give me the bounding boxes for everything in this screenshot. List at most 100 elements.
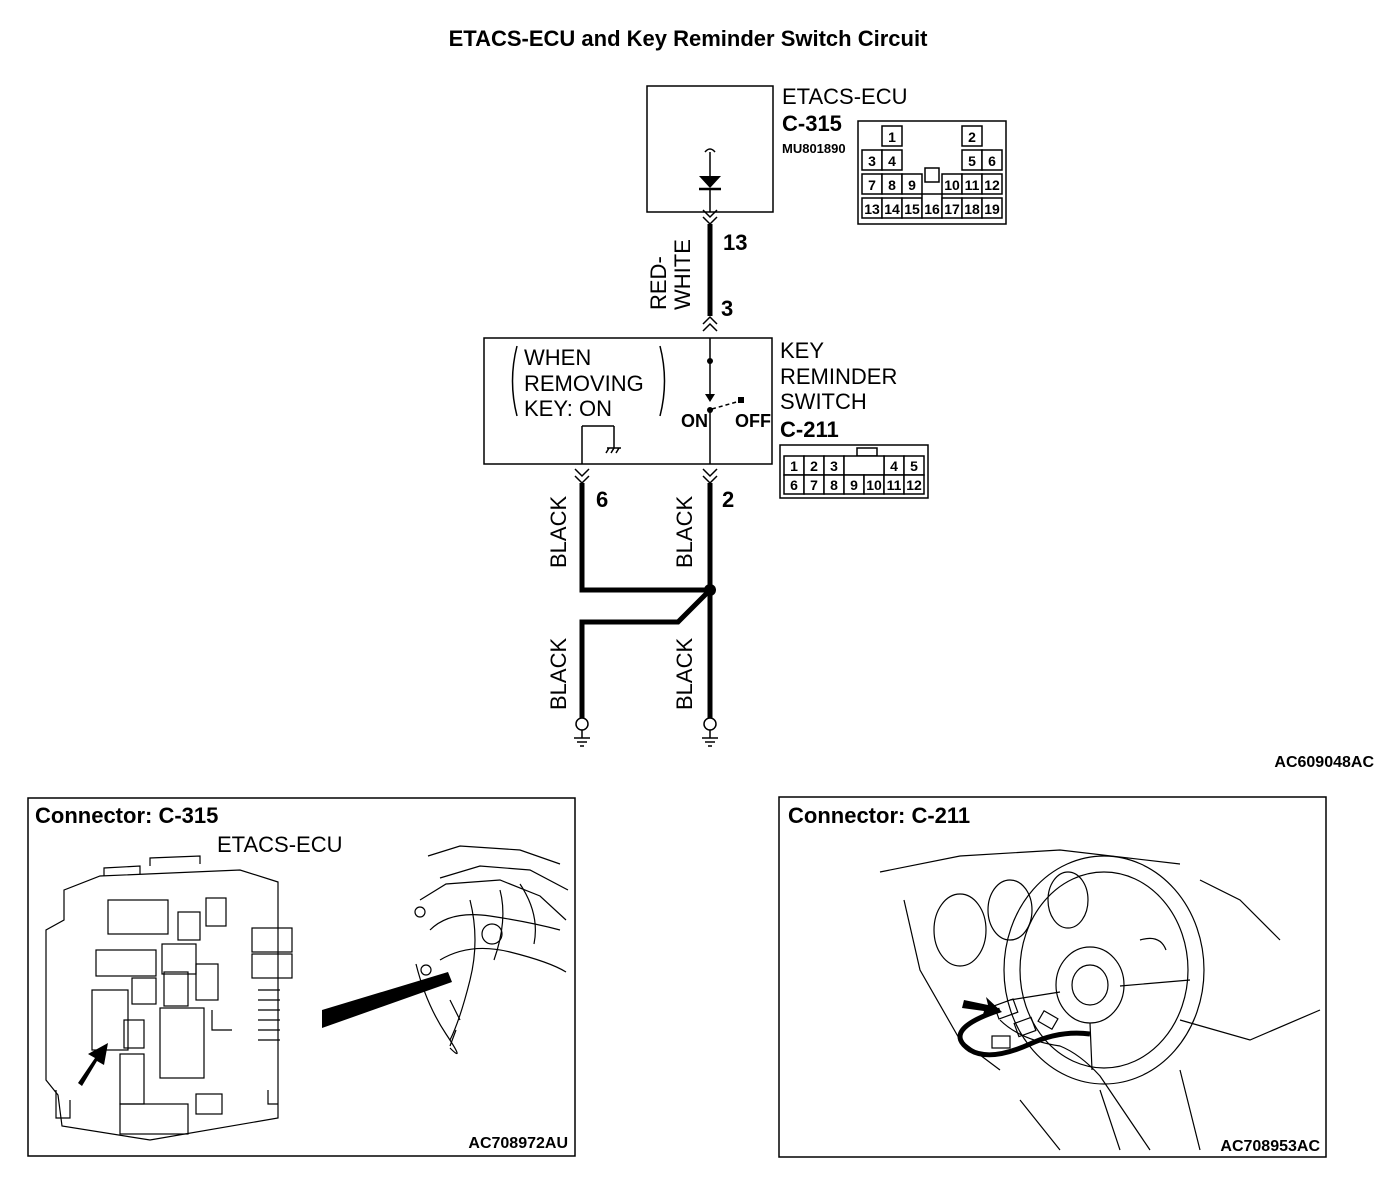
svg-text:4: 4 — [890, 458, 898, 474]
svg-text:7: 7 — [810, 477, 818, 493]
svg-text:8: 8 — [830, 477, 838, 493]
note-paren-right — [659, 345, 666, 417]
svg-text:14: 14 — [884, 201, 900, 217]
switch-note-line3: KEY: ON — [524, 396, 612, 421]
panel-left-location-leader — [322, 972, 452, 1028]
svg-text:5: 5 — [910, 458, 918, 474]
switch-name-line3: SWITCH — [780, 389, 867, 414]
wire-color-red: RED- — [646, 256, 671, 310]
ecu-connector-id: C-315 — [782, 111, 842, 136]
svg-text:10: 10 — [866, 477, 882, 493]
ground-left-icon — [574, 717, 590, 747]
c315-pin-12: 12 — [981, 173, 1003, 195]
c211-pin-3: 3 — [823, 455, 845, 476]
svg-text:11: 11 — [887, 477, 902, 493]
diagram-title: ETACS-ECU and Key Reminder Switch Circui… — [449, 26, 928, 51]
panel-left-title: Connector: C-315 — [35, 803, 218, 828]
switch-on-label: ON — [681, 411, 708, 431]
c211-pin-2: 2 — [803, 455, 825, 476]
wire-label-right-upper: BLACK — [672, 496, 697, 568]
c315-pin-8: 8 — [881, 173, 903, 195]
c211-pin-8: 8 — [823, 474, 845, 495]
panel-left-code: AC708972AU — [468, 1135, 568, 1152]
ecu-name: ETACS-ECU — [782, 84, 908, 109]
c211-pin-5: 5 — [903, 455, 925, 476]
c315-pin-5: 5 — [961, 149, 983, 171]
svg-text:9: 9 — [908, 177, 916, 193]
c211-pin-11: 11 — [883, 474, 905, 495]
svg-text:10: 10 — [944, 177, 960, 193]
wire-label-left-upper: BLACK — [546, 496, 571, 568]
c315-pin-9: 9 — [901, 173, 923, 195]
svg-text:16: 16 — [924, 201, 940, 217]
connector-harness-wire — [957, 1007, 1091, 1058]
switch-box — [483, 337, 773, 465]
c211-pin-6: 6 — [783, 474, 805, 495]
switch-connector-id: C-211 — [780, 417, 839, 442]
c211-pin-12: 12 — [903, 474, 925, 495]
c315-pin-2: 2 — [961, 125, 983, 147]
c315-pin-10: 10 — [941, 173, 963, 195]
svg-text:19: 19 — [984, 201, 1000, 217]
svg-text:6: 6 — [988, 153, 996, 169]
svg-text:17: 17 — [944, 201, 960, 217]
ground-right-icon — [702, 717, 718, 747]
svg-text:12: 12 — [906, 477, 922, 493]
svg-text:18: 18 — [964, 201, 980, 217]
c315-pin-14: 14 — [881, 197, 903, 219]
c315-pin-13: 13 — [861, 197, 883, 219]
svg-text:15: 15 — [904, 201, 920, 217]
panel-right-pointer-arrow — [962, 997, 1002, 1018]
c315-pin-16: 16 — [921, 193, 943, 219]
switch-internal-ground-icon — [605, 447, 621, 454]
c315-pin-1: 1 — [881, 125, 903, 147]
wire-black-terminal-6 — [579, 483, 710, 593]
c315-pin-17: 17 — [941, 197, 963, 219]
svg-text:6: 6 — [790, 477, 798, 493]
c211-pin-1: 1 — [783, 455, 805, 476]
panel-left-component: ETACS-ECU — [217, 832, 343, 857]
switch-name-line1: KEY — [780, 338, 824, 363]
c315-pin-4: 4 — [881, 149, 903, 171]
switch-name-line2: REMINDER — [780, 364, 897, 389]
switch-in-chevron — [702, 315, 718, 332]
switch-contact-icon — [581, 338, 744, 464]
dashboard-harness-illustration — [414, 845, 569, 1055]
svg-text:13: 13 — [864, 201, 880, 217]
c211-pin-4: 4 — [883, 455, 905, 476]
switch-terminal-2: 2 — [722, 487, 734, 512]
c315-pin-18: 18 — [961, 197, 983, 219]
c315-pin-19: 19 — [981, 197, 1003, 219]
switch-note-line1: WHEN — [524, 345, 591, 370]
svg-text:2: 2 — [810, 458, 818, 474]
svg-text:3: 3 — [830, 458, 838, 474]
panel-left-pointer-arrow — [78, 1043, 108, 1086]
svg-text:7: 7 — [868, 177, 876, 193]
panel-connector-c211 — [778, 796, 1327, 1158]
svg-text:9: 9 — [850, 477, 858, 493]
wire-label-right-lower: BLACK — [672, 638, 697, 710]
c211-pin-10: 10 — [863, 474, 885, 495]
ecu-terminal-13: 13 — [723, 230, 747, 255]
c315-pin-7: 7 — [861, 173, 883, 195]
wire-black-ground-left — [579, 588, 712, 718]
svg-text:12: 12 — [984, 177, 1000, 193]
wire-junction — [704, 584, 716, 596]
panel-connector-c315 — [27, 797, 576, 1157]
svg-text:3: 3 — [868, 153, 876, 169]
panel-right-code: AC708953AC — [1220, 1138, 1320, 1155]
switch-terminal-6: 6 — [596, 487, 608, 512]
svg-text:8: 8 — [888, 177, 896, 193]
svg-text:4: 4 — [888, 153, 896, 169]
svg-text:11: 11 — [965, 177, 980, 193]
c211-blank-cell — [843, 455, 885, 476]
c315-pin-11: 11 — [961, 173, 983, 195]
switch-terminal-3: 3 — [721, 296, 733, 321]
svg-text:1: 1 — [790, 458, 798, 474]
ecu-part-number: MU801890 — [782, 141, 846, 156]
svg-text:5: 5 — [968, 153, 976, 169]
